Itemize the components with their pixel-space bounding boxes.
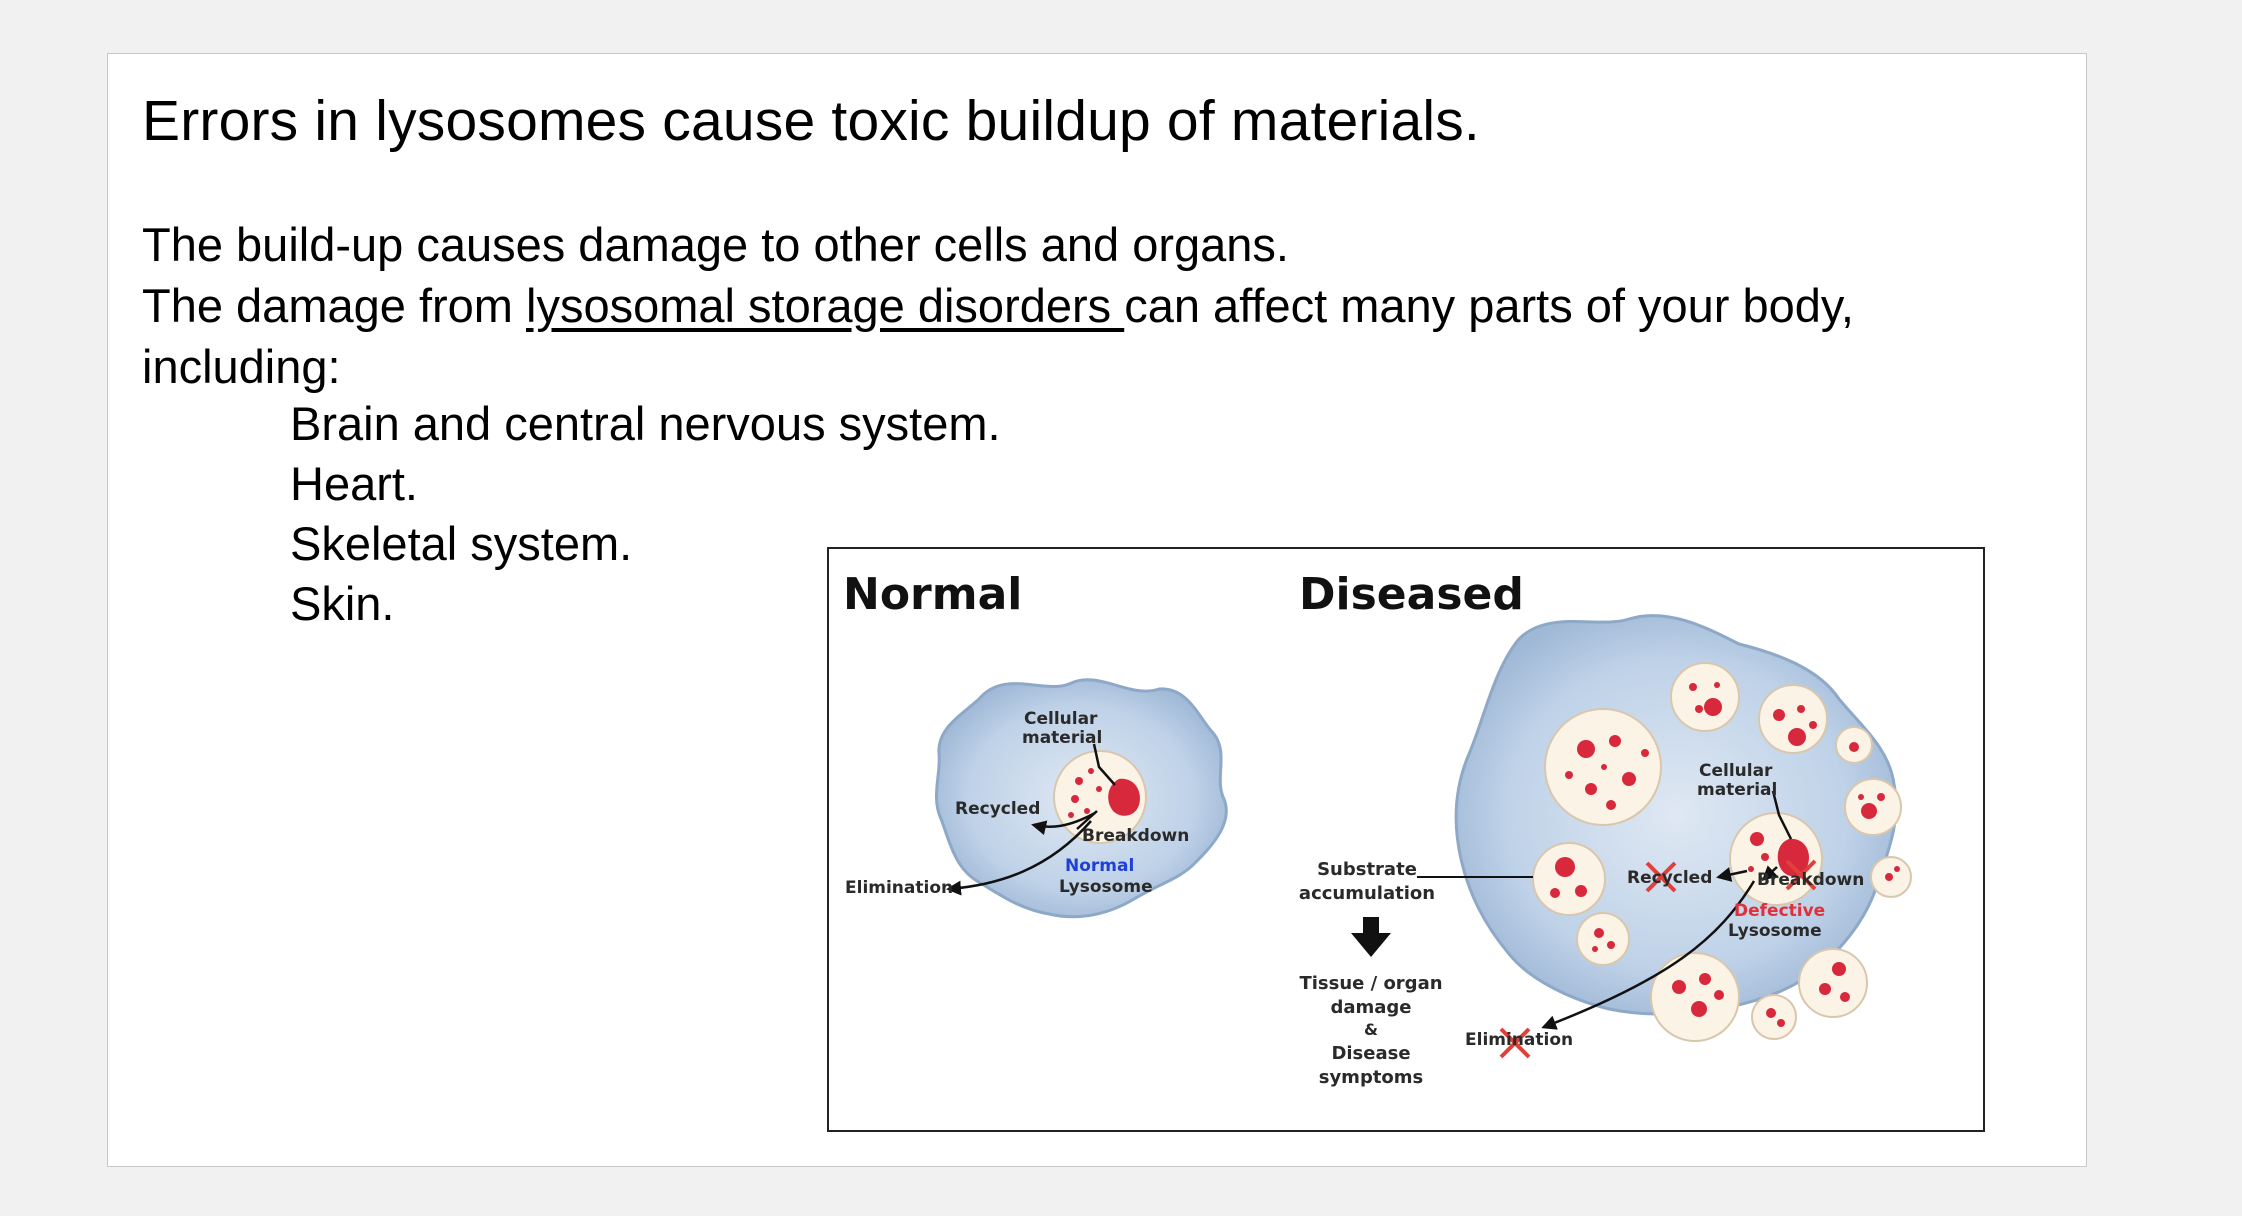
substrate-label-1: Substrate: [1317, 859, 1417, 880]
body-line-2-after: can affect many parts of your body, incl…: [142, 279, 1854, 393]
vesicles-group: [1532, 662, 1912, 1042]
diseased-breakdown-label: Breakdown: [1757, 870, 1864, 890]
down-arrow-icon: [1351, 917, 1391, 957]
damage-label-5: symptoms: [1319, 1067, 1424, 1088]
slide-title: Errors in lysosomes cause toxic buildup …: [142, 89, 1480, 153]
list-item: Skeletal system.: [290, 517, 633, 570]
list-item: Skin.: [290, 577, 395, 630]
defective-lysosome-label-1: Defective: [1734, 901, 1825, 921]
diseased-panel-title: Diseased: [1299, 569, 1524, 620]
lysosome-figure: Normal Diseased Cellular material Recycl…: [827, 547, 1985, 1132]
diseased-recycled-label: Recycled: [1627, 868, 1712, 888]
damage-label-4: Disease: [1331, 1043, 1410, 1064]
normal-elimination-label: Elimination: [845, 878, 953, 898]
blocked-breakdown-icon: [1785, 859, 1817, 891]
defective-granule-icon: [1777, 838, 1809, 877]
blocked-elimination-icon: [1499, 1027, 1531, 1059]
normal-lysosome-label-1: Normal: [1065, 856, 1134, 876]
diseased-cellular-label-1: Cellular: [1699, 761, 1773, 781]
normal-cellular-label-2: material: [1022, 728, 1102, 748]
damage-label-3: &: [1364, 1020, 1378, 1039]
defective-lysosome-label-2: Lysosome: [1728, 921, 1822, 941]
slide: Errors in lysosomes cause toxic buildup …: [107, 53, 2087, 1167]
body-line-1: The build-up causes damage to other cell…: [142, 218, 1289, 271]
normal-panel-title: Normal: [843, 569, 1022, 620]
diseased-cellular-label-2: material: [1697, 780, 1777, 800]
substrate-label-2: accumulation: [1299, 883, 1435, 904]
normal-recycled-label: Recycled: [955, 799, 1040, 819]
lysosome-diagram: Normal Diseased Cellular material Recycl…: [843, 569, 1912, 1088]
lysosomal-storage-disorders-link[interactable]: lysosomal storage disorders: [526, 279, 1125, 332]
damage-label-1: Tissue / organ: [1299, 973, 1442, 994]
blocked-recycled-icon: [1645, 861, 1677, 893]
normal-granule-icon: [1108, 778, 1140, 816]
slide-body: The build-up causes damage to other cell…: [142, 214, 2042, 397]
list-item: Heart.: [290, 457, 418, 510]
normal-cellular-label-1: Cellular: [1024, 709, 1098, 729]
affected-parts-list: Brain and central nervous system. Heart.…: [290, 394, 1001, 634]
list-item: Brain and central nervous system.: [290, 397, 1001, 450]
diseased-elimination-label: Elimination: [1465, 1030, 1573, 1050]
body-line-2: The damage from lysosomal storage disord…: [142, 275, 2042, 397]
normal-breakdown-label: Breakdown: [1082, 826, 1189, 846]
normal-lysosome-label-2: Lysosome: [1059, 877, 1153, 897]
body-line-2-before: The damage from: [142, 279, 527, 332]
damage-label-2: damage: [1330, 997, 1411, 1018]
